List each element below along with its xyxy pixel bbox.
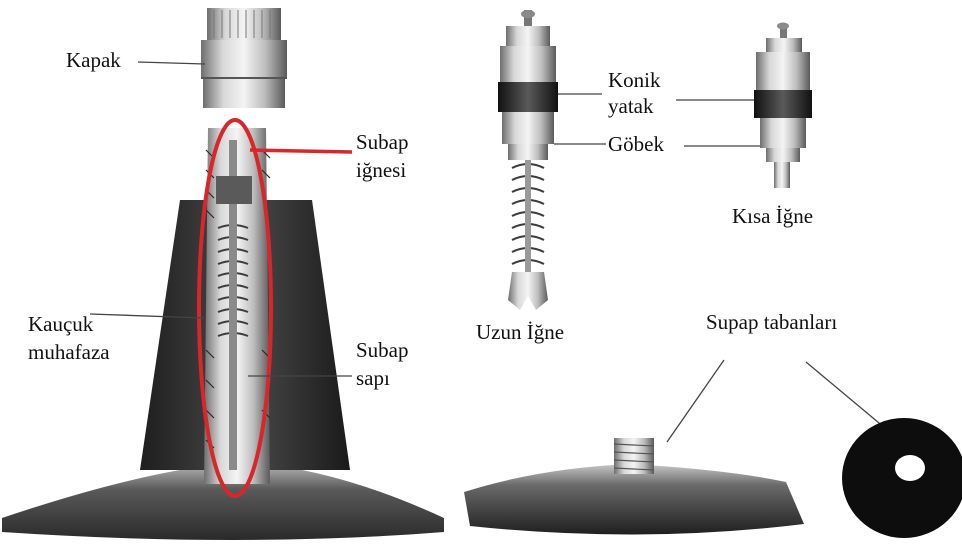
label-valve-bases: Supap tabanları (706, 312, 837, 333)
label-rubber-cover-line1: Kauçuk (28, 314, 93, 335)
label-cap: Kapak (66, 50, 121, 71)
label-short-needle: Kısa İğne (732, 206, 813, 227)
valve-base-flat (464, 438, 804, 535)
leader-lines-right-top (554, 94, 885, 442)
label-long-needle: Uzun İğne (476, 322, 564, 343)
valve-base-washer (842, 418, 962, 538)
label-rubber-cover-line2: muhafaza (28, 342, 110, 363)
label-valve-stem-line1: Subap (356, 340, 409, 361)
label-valve-stem-line2: sapı (356, 368, 390, 389)
label-valve-needle-line1: Subap (356, 132, 409, 153)
short-needle (754, 23, 812, 189)
label-conical-seat-line2: yatak (608, 96, 653, 117)
label-valve-needle-line2: iğnesi (356, 160, 406, 181)
valve-cap (201, 8, 287, 108)
label-hub: Göbek (608, 134, 664, 155)
label-conical-seat-line1: Konik (608, 70, 661, 91)
long-needle (498, 10, 558, 310)
